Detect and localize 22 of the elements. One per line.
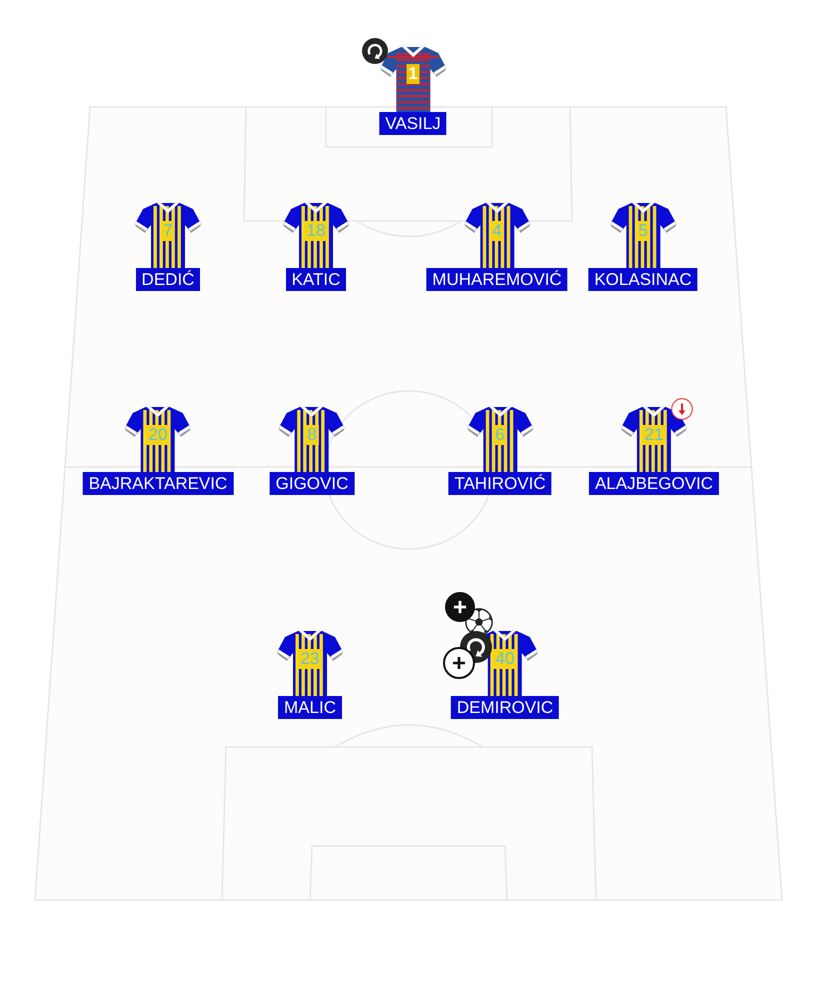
player-name-label: GIGOVIC <box>270 472 354 495</box>
shirt-number: 6 <box>493 425 507 445</box>
player-name-label: KOLASINAC <box>588 268 698 291</box>
shirt-number: 1 <box>406 64 420 84</box>
player-name-label: VASILJ <box>379 112 447 135</box>
player-name-label: MALIC <box>278 696 342 719</box>
shirt-number: 40 <box>494 649 516 669</box>
shirt-number: 4 <box>490 221 504 241</box>
player-name-label: ALAJBEGOVIC <box>588 472 720 495</box>
shirt-number: 5 <box>636 221 650 241</box>
shirt-number: 23 <box>298 649 322 669</box>
shirt-number: 20 <box>146 425 170 445</box>
player-name-label: DEMIROVIC <box>450 696 560 719</box>
shirt-number: 7 <box>161 221 175 241</box>
shirt-number: 8 <box>305 425 319 445</box>
player-name-label: TAHIROVIĆ <box>448 472 552 495</box>
player-name-label: BAJRAKTAREVIC <box>82 472 234 495</box>
player-name-label: KATIC <box>286 268 346 291</box>
shirt-number: 21 <box>642 425 666 445</box>
player-name-label: DEDIĆ <box>136 268 200 291</box>
shirt-number: 18 <box>304 221 328 241</box>
player-name-label: MUHAREMOVIĆ <box>426 268 568 291</box>
